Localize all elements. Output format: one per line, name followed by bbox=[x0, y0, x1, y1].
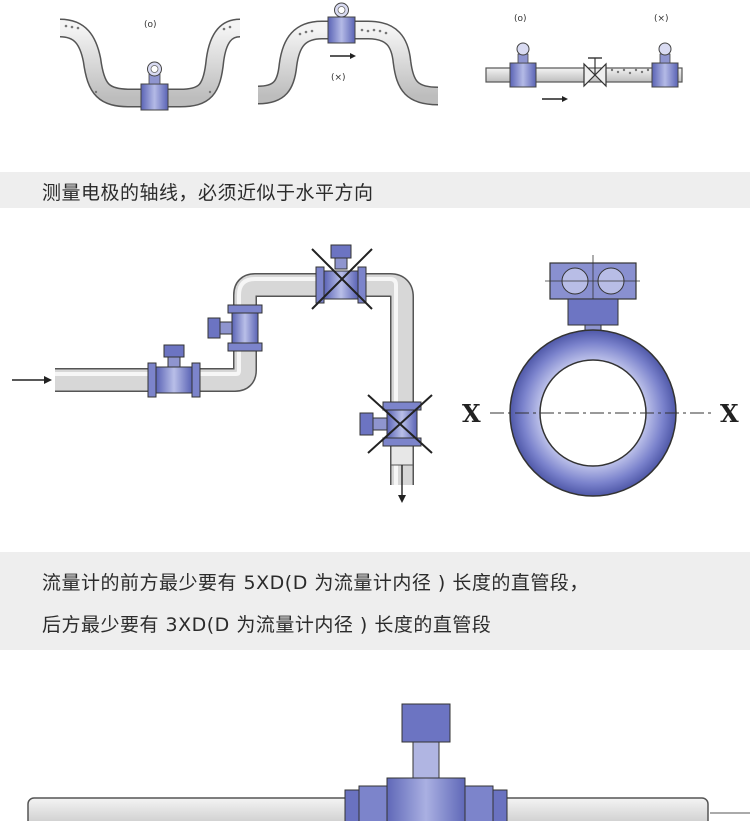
inverted-u-pipe-bad bbox=[257, 2, 439, 106]
axis-label-left: X bbox=[462, 399, 481, 428]
label-ok-left: (o) bbox=[144, 20, 157, 30]
meter-rising bbox=[207, 304, 263, 352]
figure-piping-crosssection: X X bbox=[0, 215, 750, 545]
install-positions-diagram: (o) (×) bbox=[59, 2, 683, 111]
meter-down-crossed bbox=[359, 394, 433, 454]
pipe-run bbox=[55, 273, 414, 503]
caption-electrode-axis: 测量电极的轴线，必须近似于水平方向 bbox=[42, 182, 374, 204]
figure-install-positions: (o) (×) bbox=[0, 0, 750, 165]
meter-top-crossed bbox=[311, 244, 373, 310]
meter-inlet bbox=[147, 344, 201, 398]
label-bad-middle: (×) bbox=[331, 73, 346, 83]
piping-diagram: X X bbox=[12, 244, 739, 503]
caption-band-1 bbox=[0, 172, 750, 208]
caption-straight-run-upstream: 流量计的前方最少要有 5XD(D 为流量计内径 ) 长度的直管段， bbox=[42, 572, 589, 594]
label-bad-right: (×) bbox=[654, 14, 669, 24]
straight-pipe-valve bbox=[485, 42, 683, 102]
meter-body bbox=[344, 703, 508, 821]
meter-cross-section bbox=[490, 255, 712, 497]
axis-label-right: X bbox=[720, 399, 739, 428]
caption-straight-run-downstream: 后方最少要有 3XD(D 为流量计内径 ) 长度的直管段 bbox=[42, 614, 492, 636]
figure-meter-on-pipe bbox=[0, 660, 750, 821]
caption-band-2 bbox=[0, 552, 750, 650]
u-pipe-ok bbox=[59, 18, 241, 111]
label-ok-right: (o) bbox=[514, 14, 527, 24]
meter-on-pipe-diagram bbox=[27, 703, 750, 821]
